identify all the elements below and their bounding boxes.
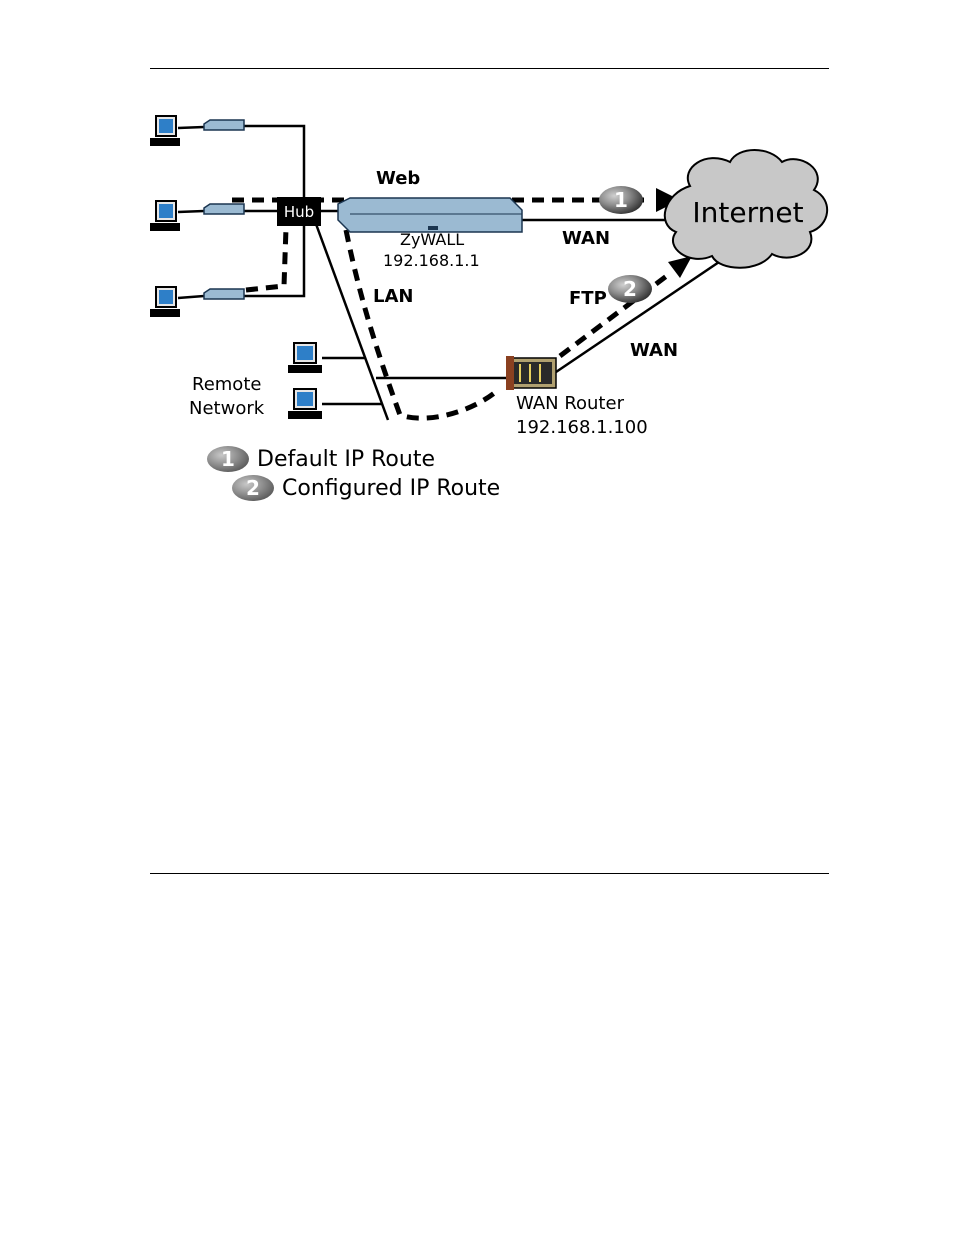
- legend-item: 1 Default IP Route: [207, 446, 435, 472]
- modems: [204, 120, 244, 299]
- lan-label: LAN: [373, 286, 413, 307]
- computer-icon: [150, 201, 180, 231]
- link-pc1-modem: [178, 127, 204, 128]
- wan-router-icon: [506, 356, 556, 390]
- link-modem1-hub: [244, 126, 304, 200]
- internet-label: Internet: [692, 196, 803, 229]
- hub-label: Hub: [284, 203, 314, 221]
- ftp-label: FTP: [569, 288, 607, 309]
- modem-3: [204, 289, 244, 299]
- web-label: Web: [376, 168, 420, 189]
- modem-1: [204, 120, 244, 130]
- legend-item: 2 Configured IP Route: [232, 475, 500, 501]
- legend-text: Default IP Route: [257, 447, 435, 472]
- legend-badge: 1: [207, 446, 249, 472]
- hub-device: Hub: [277, 197, 321, 226]
- zywall-name-label: ZyWALL: [400, 230, 464, 249]
- computer-icon: [288, 343, 322, 373]
- router-name-label: WAN Router: [516, 393, 625, 414]
- link-pc2-modem: [178, 211, 204, 212]
- ftp-arrowhead: [668, 256, 692, 278]
- computer-icon: [288, 389, 322, 419]
- remote-label-line2: Network: [189, 398, 265, 419]
- route-badge-1: 1: [599, 186, 643, 214]
- route-badge-2: 2: [608, 275, 652, 303]
- zywall-device: [338, 198, 522, 232]
- computer-icon: [150, 287, 180, 317]
- remote-label-line1: Remote: [192, 374, 261, 395]
- router-ip-label: 192.168.1.100: [516, 417, 648, 438]
- route-badge-2-label: 2: [623, 277, 637, 301]
- network-diagram: Internet Hub: [0, 0, 954, 520]
- link-pc3-modem: [178, 296, 204, 298]
- modem-2: [204, 204, 244, 214]
- wan-top-label: WAN: [562, 228, 610, 249]
- bottom-rule: [150, 873, 829, 874]
- route-pc3-hub: [246, 228, 286, 290]
- route-badge-1-label: 1: [614, 188, 628, 212]
- legend-text: Configured IP Route: [282, 476, 500, 501]
- zywall-ip-label: 192.168.1.1: [383, 251, 480, 270]
- legend-badge: 2: [232, 475, 274, 501]
- wan-bottom-label: WAN: [630, 340, 678, 361]
- internet-cloud: Internet: [665, 150, 827, 268]
- computer-icon: [150, 116, 180, 146]
